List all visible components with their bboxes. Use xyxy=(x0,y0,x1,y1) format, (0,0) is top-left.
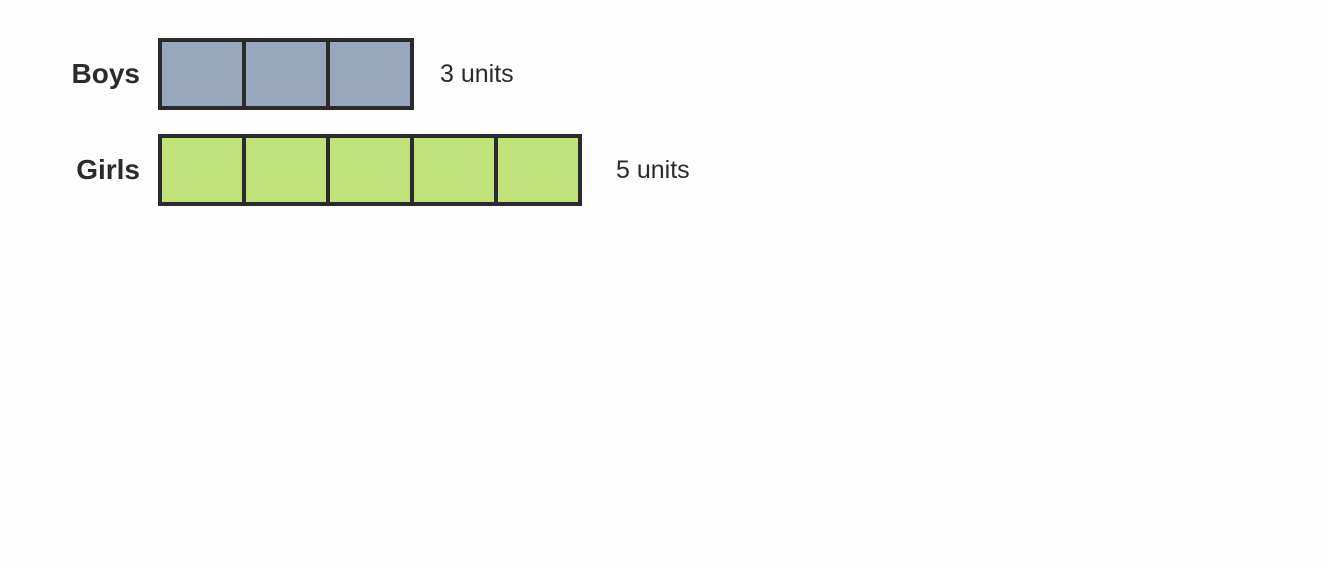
row-label: Girls xyxy=(76,154,140,185)
row-girls: Girls 5 units xyxy=(0,134,800,206)
unit-cell xyxy=(158,134,246,206)
unit-bar xyxy=(158,38,414,110)
unit-cell xyxy=(494,134,582,206)
unit-cell xyxy=(326,38,414,110)
unit-cell xyxy=(326,134,414,206)
unit-count-label: 5 units xyxy=(616,156,690,184)
unit-cell xyxy=(242,38,330,110)
unit-cell xyxy=(242,134,330,206)
unit-cell xyxy=(158,38,246,110)
row-label: Boys xyxy=(71,58,140,89)
unit-cell xyxy=(410,134,498,206)
unit-count-label: 3 units xyxy=(440,60,514,88)
row-boys: Boys 3 units xyxy=(0,38,800,110)
unit-bar xyxy=(158,134,582,206)
